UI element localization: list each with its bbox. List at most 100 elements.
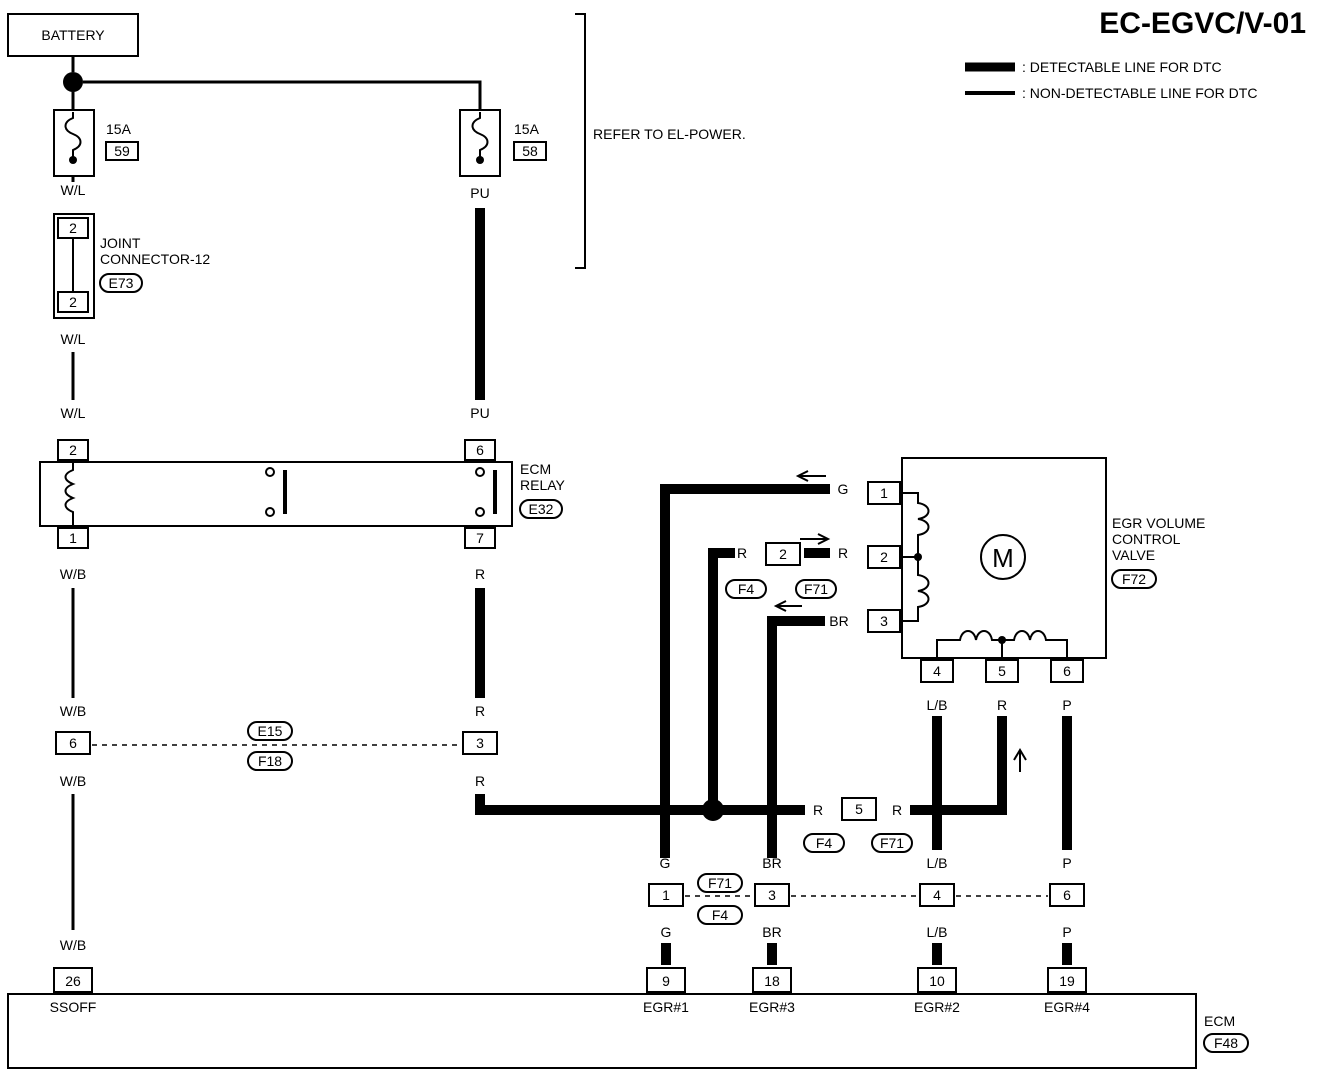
battery-label: BATTERY	[41, 27, 105, 43]
valve-pin-5: 5	[998, 663, 1006, 679]
fuse-59-element	[64, 112, 82, 158]
fuse-59	[53, 109, 95, 177]
valve-coil-d	[1002, 630, 1068, 658]
arrow-up-icon	[1013, 748, 1027, 772]
ecm-pin-18: 18	[764, 973, 780, 989]
fuse-58	[459, 109, 501, 177]
valve-coil-a	[902, 492, 930, 558]
wire-color-g-1: G	[838, 481, 849, 497]
joint-name-2: CONNECTOR-12	[100, 251, 210, 267]
wire-battery-to-fuse-58	[83, 80, 482, 110]
fuse-59-rating: 15A	[106, 121, 132, 137]
conn-bottom-pin-3: 3	[768, 887, 776, 903]
valve-pin-1: 1	[880, 485, 888, 501]
relay-connector-tag	[519, 499, 563, 519]
wire-color-lb-2: L/B	[926, 855, 947, 871]
valve-pin-2-box	[867, 545, 901, 569]
conn-f4-mid-pin-box	[841, 797, 877, 821]
ecm-pin-10-box	[917, 967, 957, 993]
ecm-pin-18-box	[752, 967, 792, 993]
conn-f18-id: F18	[258, 753, 282, 769]
valve-coil-c	[936, 630, 1003, 658]
fuse-58-terminal	[476, 156, 484, 164]
valve-name-1: EGR VOLUME	[1112, 515, 1205, 531]
ecm-pin-26: 26	[65, 973, 81, 989]
battery-box	[7, 13, 139, 57]
conn-bottom-pin-6: 6	[1063, 887, 1071, 903]
conn-bottom-pin-4-box	[919, 883, 955, 907]
relay-pin-2: 2	[69, 442, 77, 458]
wire-color-lb-1: L/B	[926, 697, 947, 713]
wire-br	[767, 616, 825, 858]
conn-e15-pin-6: 6	[69, 735, 77, 751]
conn-f4-mid-pin: 5	[855, 801, 863, 817]
valve-pin-3-box	[867, 609, 901, 633]
joint-connector-tag	[99, 273, 143, 293]
wire-g	[660, 484, 830, 858]
conn-f4-mid-tag-a	[803, 833, 845, 853]
relay-switch-top	[475, 467, 485, 477]
fuse-59-number: 59	[114, 143, 130, 159]
ecm-connector-tag	[1203, 1033, 1249, 1053]
conn-e15-pin-3: 3	[476, 735, 484, 751]
conn-f4-top-pin-box	[765, 542, 801, 566]
relay-pin-6: 6	[476, 442, 484, 458]
wire-color-r-1: R	[475, 566, 485, 582]
relay-pin-7-box	[464, 527, 496, 549]
wire-color-br-1: BR	[829, 613, 848, 629]
fuse-58-element	[471, 112, 489, 158]
ecm-terminal-egr1: EGR#1	[643, 999, 689, 1015]
conn-f4-mid-id-a: F4	[816, 835, 833, 851]
conn-bottom-tag-a	[697, 873, 743, 893]
fuse-59-number-box	[105, 141, 139, 161]
wire-color-wl-1: W/L	[61, 182, 86, 198]
relay-pin-6-box	[464, 439, 496, 461]
legend-detectable-label: : DETECTABLE LINE FOR DTC	[1022, 59, 1222, 75]
relay-name-1: ECM	[520, 461, 551, 477]
arrow-left-icon-2	[773, 600, 802, 612]
wire-color-r-6: R	[737, 545, 747, 561]
wire-color-r-5: R	[892, 802, 902, 818]
wire-color-wb-4: W/B	[60, 937, 86, 953]
relay-name-2: RELAY	[520, 477, 566, 493]
ecm-pin-10: 10	[929, 973, 945, 989]
fuse-59-terminal	[69, 156, 77, 164]
valve-pin-6-box	[1050, 659, 1084, 683]
wire-color-pu-1: PU	[470, 185, 489, 201]
valve-pin-2: 2	[880, 549, 888, 565]
wire-color-wb-2: W/B	[60, 703, 86, 719]
valve-coil-b	[902, 557, 930, 622]
wire-color-wl-2: W/L	[61, 331, 86, 347]
ecm-terminal-egr2: EGR#2	[914, 999, 960, 1015]
conn-f4-top-id-b: F71	[804, 581, 828, 597]
ecm-body	[7, 993, 1197, 1069]
ecm-terminal-egr3: EGR#3	[749, 999, 795, 1015]
conn-bottom-id-a: F71	[708, 875, 732, 891]
joint-pin-top: 2	[69, 220, 77, 236]
conn-e15-pin-3-box	[462, 731, 498, 755]
wire-color-p-3: P	[1062, 924, 1071, 940]
valve-pin-6: 6	[1063, 663, 1071, 679]
wire-color-r-8: R	[997, 697, 1007, 713]
relay-contact-top	[265, 467, 275, 477]
wire-color-g-3: G	[661, 924, 672, 940]
joint-pin-bottom-box	[57, 291, 89, 313]
conn-bottom-id-b: F4	[712, 907, 729, 923]
conn-f4-top-pin: 2	[779, 546, 787, 562]
ecm-pin-9: 9	[662, 973, 670, 989]
wire-color-r-3: R	[475, 773, 485, 789]
wire-color-g-2: G	[660, 855, 671, 871]
relay-connector-id: E32	[529, 501, 554, 517]
relay-pin-2-box	[57, 439, 89, 461]
wire-color-br-2: BR	[762, 855, 781, 871]
battery-junction-dot	[63, 72, 83, 92]
fuse-58-number: 58	[522, 143, 538, 159]
wire-r-to-valve-pin-5	[910, 716, 1007, 815]
conn-bottom-pin-6-box	[1049, 883, 1085, 907]
arrow-left-icon	[795, 470, 826, 482]
joint-name-1: JOINT	[100, 235, 141, 251]
arrow-right-icon	[800, 533, 831, 545]
conn-bottom-pin-1-box	[648, 883, 684, 907]
fuse-58-rating: 15A	[514, 121, 540, 137]
